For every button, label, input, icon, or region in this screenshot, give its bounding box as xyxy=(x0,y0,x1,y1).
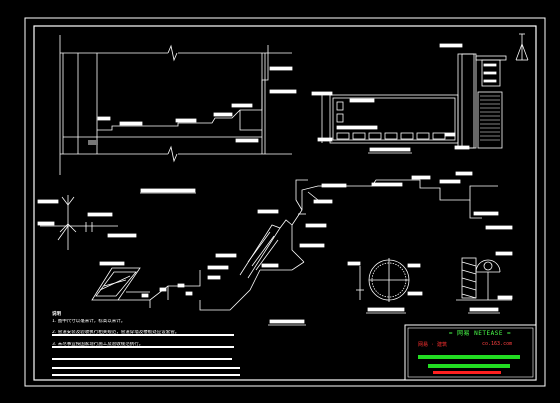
title-block xyxy=(404,324,537,381)
drawing-notes: 说明 1. 图中尺寸以毫米计，标高以米计。 2. 管道安装及验收执行相关规范，管… xyxy=(52,312,292,348)
note-line-3: 3. 未尽事宜按国家现行施工及验收规范执行。 xyxy=(52,342,144,347)
notes-underlines xyxy=(52,334,240,376)
inner-frame xyxy=(33,25,537,381)
notes-heading: 说明 xyxy=(52,312,61,317)
pipe-section-detail xyxy=(347,258,423,314)
wall-penetration-detail xyxy=(456,251,513,314)
isometric-pipework xyxy=(91,171,513,326)
title-bar-red xyxy=(433,371,501,374)
top-right-plan xyxy=(311,43,507,154)
title-bar-green-2 xyxy=(428,364,510,368)
title-block-subtitle: 网易 · 建筑 co.163.com xyxy=(418,341,542,348)
valve-detail xyxy=(37,195,137,250)
outer-frame xyxy=(24,17,546,387)
north-arrow-icon xyxy=(515,33,529,61)
title-block-heading: = 网易 NETEASE = xyxy=(448,330,512,337)
title-block-sub-right: co.163.com xyxy=(482,341,513,347)
note-line-1: 1. 图中尺寸以毫米计，标高以米计。 xyxy=(52,319,126,324)
title-bar-green-1 xyxy=(418,355,520,359)
note-line-2: 2. 管道安装及验收执行相关规范，管道穿墙及楼板处应设套管。 xyxy=(52,330,180,335)
title-block-sub-left: 网易 · 建筑 xyxy=(418,342,448,348)
top-left-elevation xyxy=(59,35,297,194)
